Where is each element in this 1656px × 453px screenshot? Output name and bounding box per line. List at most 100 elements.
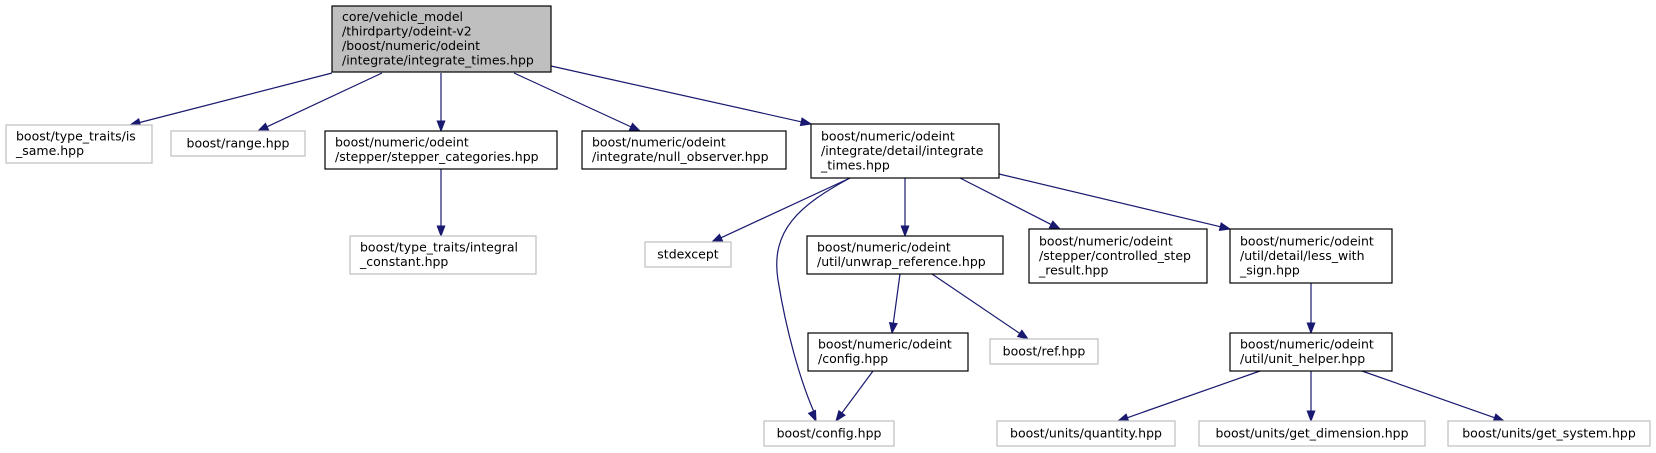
- node-label-line: boost/numeric/odeint: [335, 135, 469, 150]
- node-unit_helper[interactable]: boost/numeric/odeint/util/unit_helper.hp…: [1229, 332, 1393, 372]
- edge-unwrap_reference-to-ref: [931, 273, 1030, 340]
- node-box: [989, 338, 1099, 365]
- edge-arrowhead: [436, 120, 446, 133]
- edge-arrowhead: [1218, 222, 1232, 231]
- edge-line: [550, 65, 803, 123]
- node-label-line: boost/numeric/odeint: [1240, 337, 1374, 352]
- node-box: [810, 123, 1000, 179]
- edge-line: [265, 72, 383, 128]
- node-label-line: boost/range.hpp: [187, 135, 290, 150]
- edge-arrowhead: [1016, 329, 1030, 340]
- node-box: [763, 420, 895, 447]
- node-less_with_sign[interactable]: boost/numeric/odeint/util/detail/less_wi…: [1229, 228, 1393, 284]
- node-root[interactable]: core/vehicle_model/thirdparty/odeint-v2/…: [331, 5, 552, 73]
- edge-line: [959, 177, 1053, 226]
- node-box: [1229, 228, 1393, 284]
- node-box: [581, 130, 787, 170]
- edge-line: [513, 72, 633, 128]
- node-box: [1198, 420, 1426, 447]
- node-ref[interactable]: boost/ref.hpp: [989, 338, 1099, 365]
- node-label-line: boost/numeric/odeint: [818, 337, 952, 352]
- node-box: [170, 130, 306, 157]
- edge-unit_helper-to-get_system: [1361, 370, 1506, 422]
- node-label-line: /integrate/null_observer.hpp: [592, 149, 769, 164]
- edge-detail_integrate_times-to-boost_config: [776, 177, 851, 423]
- node-label-line: /boost/numeric/odeint: [342, 38, 480, 53]
- node-null_observer[interactable]: boost/numeric/odeint/integrate/null_obse…: [581, 130, 787, 170]
- edges-layer: [128, 65, 1506, 423]
- edge-line: [931, 273, 1021, 335]
- edge-arrowhead: [628, 122, 642, 132]
- node-box: [807, 332, 969, 372]
- node-label-line: /util/unwrap_reference.hpp: [817, 254, 986, 269]
- node-range[interactable]: boost/range.hpp: [170, 130, 306, 157]
- edge-line: [892, 273, 901, 325]
- edge-arrowhead: [1492, 413, 1506, 422]
- edge-stepper_categories-to-integral_constant: [436, 169, 446, 238]
- edge-line: [998, 173, 1222, 228]
- node-label-line: _constant.hpp: [359, 254, 448, 269]
- edge-root-to-is_same: [128, 72, 333, 127]
- node-label-line: boost/type_traits/integral: [360, 240, 518, 255]
- node-box: [1229, 332, 1393, 372]
- node-detail_integrate_times[interactable]: boost/numeric/odeint/integrate/detail/in…: [810, 123, 1000, 179]
- node-quantity[interactable]: boost/units/quantity.hpp: [996, 420, 1176, 447]
- edge-detail_integrate_times-to-controlled_step_result: [959, 177, 1062, 230]
- node-label-line: boost/numeric/odeint: [1240, 233, 1374, 248]
- node-label-line: boost/ref.hpp: [1003, 343, 1086, 358]
- edge-arrowhead: [1306, 410, 1316, 423]
- edge-unit_helper-to-get_dimension: [1306, 371, 1316, 423]
- node-get_dimension[interactable]: boost/units/get_dimension.hpp: [1198, 420, 1426, 447]
- edge-line: [1361, 370, 1496, 419]
- edge-less_with_sign-to-unit_helper: [1306, 283, 1316, 335]
- node-label-line: _same.hpp: [15, 143, 84, 158]
- node-controlled_step_result[interactable]: boost/numeric/odeint/stepper/controlled_…: [1028, 228, 1208, 284]
- node-label-line: _result.hpp: [1038, 262, 1108, 277]
- node-label-line: stdexcept: [657, 246, 718, 261]
- edge-root-to-range: [256, 72, 383, 132]
- node-label-line: boost/config.hpp: [777, 425, 882, 440]
- edge-detail_integrate_times-to-unwrap_reference: [900, 178, 910, 238]
- nodes-layer: core/vehicle_model/thirdparty/odeint-v2/…: [5, 5, 1651, 447]
- edge-arrowhead: [900, 225, 910, 238]
- node-label-line: core/vehicle_model: [342, 9, 463, 24]
- node-boost_config[interactable]: boost/config.hpp: [763, 420, 895, 447]
- node-box: [996, 420, 1176, 447]
- node-get_system[interactable]: boost/units/get_system.hpp: [1447, 420, 1651, 447]
- edge-detail_integrate_times-to-stdexcept: [710, 177, 851, 243]
- edge-unit_helper-to-quantity: [1116, 370, 1261, 422]
- edge-arrowhead: [436, 225, 446, 238]
- node-label-line: boost/units/get_dimension.hpp: [1215, 425, 1408, 440]
- node-label-line: /config.hpp: [818, 351, 888, 366]
- node-label-line: _times.hpp: [820, 157, 890, 172]
- node-label-line: boost/numeric/odeint: [592, 135, 726, 150]
- node-stdexcept[interactable]: stdexcept: [644, 241, 732, 268]
- edge-detail_integrate_times-to-less_with_sign: [998, 173, 1232, 231]
- node-odeint_config[interactable]: boost/numeric/odeint/config.hpp: [807, 332, 969, 372]
- edge-arrowhead: [256, 122, 270, 132]
- node-box: [1447, 420, 1651, 447]
- node-label-line: /util/unit_helper.hpp: [1240, 351, 1365, 366]
- node-label-line: /stepper/stepper_categories.hpp: [335, 149, 539, 164]
- edge-line: [1126, 370, 1261, 419]
- node-label-line: boost/numeric/odeint: [821, 128, 955, 143]
- node-unwrap_reference[interactable]: boost/numeric/odeint/util/unwrap_referen…: [806, 235, 1004, 275]
- node-label-line: /thirdparty/odeint-v2: [342, 24, 472, 39]
- node-box: [324, 130, 558, 170]
- edge-root-to-null_observer: [513, 72, 642, 132]
- node-label-line: /integrate/detail/integrate: [821, 143, 984, 158]
- node-label-line: boost/numeric/odeint: [817, 240, 951, 255]
- edge-root-to-detail_integrate_times: [550, 65, 813, 127]
- node-label-line: boost/type_traits/is: [16, 129, 136, 144]
- node-label-line: _sign.hpp: [1239, 262, 1300, 277]
- edge-arrowhead: [1048, 220, 1062, 230]
- node-stepper_categories[interactable]: boost/numeric/odeint/stepper/stepper_cat…: [324, 130, 558, 170]
- edge-arrowhead: [1116, 413, 1130, 422]
- node-is_same[interactable]: boost/type_traits/is_same.hpp: [5, 124, 153, 164]
- node-label-line: boost/numeric/odeint: [1039, 233, 1173, 248]
- node-box: [644, 241, 732, 268]
- node-integral_constant[interactable]: boost/type_traits/integral_constant.hpp: [349, 235, 537, 275]
- edge-unwrap_reference-to-odeint_config: [888, 273, 901, 335]
- edge-arrowhead: [888, 321, 898, 335]
